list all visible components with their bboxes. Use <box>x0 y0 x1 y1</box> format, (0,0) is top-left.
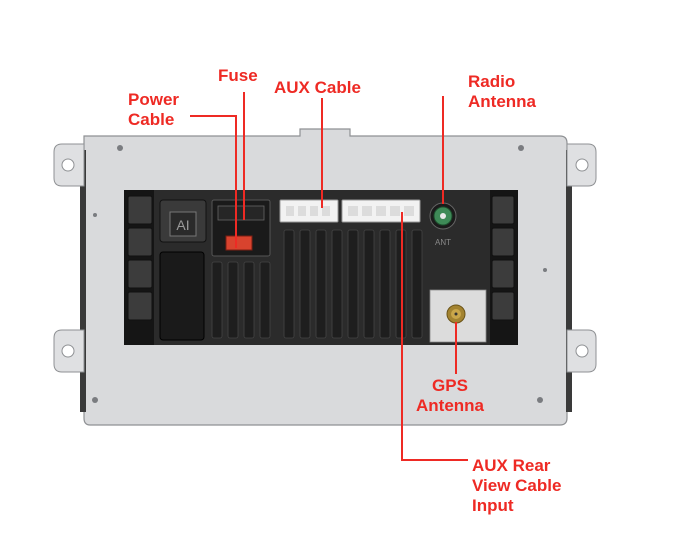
label-radio-antenna: Radio Antenna <box>468 72 536 111</box>
right-heatsink-blocks <box>491 195 515 321</box>
leader-lines <box>190 92 468 461</box>
mounting-ear-top-right <box>566 143 597 187</box>
gps-antenna-socket <box>446 304 466 324</box>
plate-screws <box>92 145 547 403</box>
label-fuse: Fuse <box>218 66 258 85</box>
cooling-fins <box>211 229 423 339</box>
aux-rear-view-connector <box>341 199 421 223</box>
label-aux-cable: AUX Cable <box>274 78 361 97</box>
mounting-ear-bottom-left <box>53 329 85 373</box>
label-gps-antenna: GPS Antenna <box>416 376 484 415</box>
label-aux-rear-view: AUX Rear View Cable Input <box>472 456 562 515</box>
radio-antenna-socket <box>429 202 457 230</box>
aux-rear-view-leader <box>401 212 468 461</box>
rubber-block <box>159 251 205 341</box>
label-power-cable: Power Cable <box>128 90 180 129</box>
logo-text: AI <box>176 217 189 233</box>
logo-block <box>159 199 207 243</box>
fuse <box>225 235 253 251</box>
power-cable-leader <box>190 115 237 248</box>
ant-port-marking: ANT <box>435 238 451 247</box>
power-connector <box>211 199 271 257</box>
mounting-ear-top-left <box>53 143 85 187</box>
aux-cable-connector <box>279 199 339 223</box>
left-heatsink-blocks <box>127 195 153 321</box>
mounting-ear-bottom-right <box>566 329 597 373</box>
